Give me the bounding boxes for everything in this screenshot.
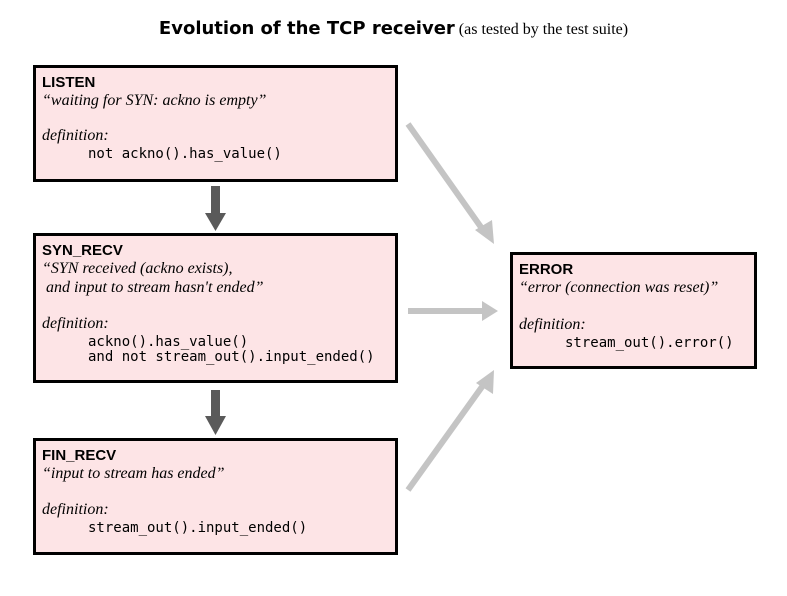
state-syn-recv-definition-code: ackno().has_value() and not stream_out()… bbox=[88, 334, 375, 365]
state-syn-recv-name: SYN_RECV bbox=[42, 242, 123, 259]
state-syn-recv-definition-label: definition: bbox=[42, 315, 109, 332]
state-listen-name: LISTEN bbox=[42, 74, 96, 91]
state-syn-recv-quote: “SYN received (ackno exists), and input … bbox=[42, 260, 264, 296]
arrow-listen-to-syn-recv bbox=[205, 186, 226, 231]
state-listen: LISTEN “waiting for SYN: ackno is empty”… bbox=[33, 65, 398, 182]
state-fin-recv-quote: “input to stream has ended” bbox=[42, 465, 225, 482]
title-main: Evolution of the TCP receiver bbox=[158, 18, 455, 39]
state-fin-recv: FIN_RECV “input to stream has ended” def… bbox=[33, 438, 398, 555]
state-error: ERROR “error (connection was reset)” def… bbox=[510, 252, 757, 369]
state-fin-recv-definition-label: definition: bbox=[42, 501, 109, 518]
state-fin-recv-definition-code: stream_out().input_ended() bbox=[88, 520, 308, 536]
state-error-definition-code: stream_out().error() bbox=[565, 335, 734, 351]
state-error-definition-label: definition: bbox=[519, 316, 586, 333]
arrow-syn-recv-to-fin-recv bbox=[205, 390, 226, 435]
state-listen-definition-label: definition: bbox=[42, 127, 109, 144]
state-fin-recv-name: FIN_RECV bbox=[42, 447, 117, 464]
state-listen-quote: “waiting for SYN: ackno is empty” bbox=[42, 92, 267, 109]
arrow-fin-recv-to-error bbox=[405, 370, 494, 492]
state-error-quote: “error (connection was reset)” bbox=[519, 279, 719, 296]
arrow-syn-recv-to-error bbox=[408, 301, 498, 321]
state-syn-recv: SYN_RECV “SYN received (ackno exists), a… bbox=[33, 233, 398, 383]
arrow-listen-to-error bbox=[405, 122, 494, 244]
state-listen-definition-code: not ackno().has_value() bbox=[88, 146, 282, 162]
diagram-title: Evolution of the TCP receiver (as tested… bbox=[0, 18, 787, 39]
title-subtitle: (as tested by the test suite) bbox=[458, 21, 629, 38]
state-error-name: ERROR bbox=[519, 261, 574, 278]
